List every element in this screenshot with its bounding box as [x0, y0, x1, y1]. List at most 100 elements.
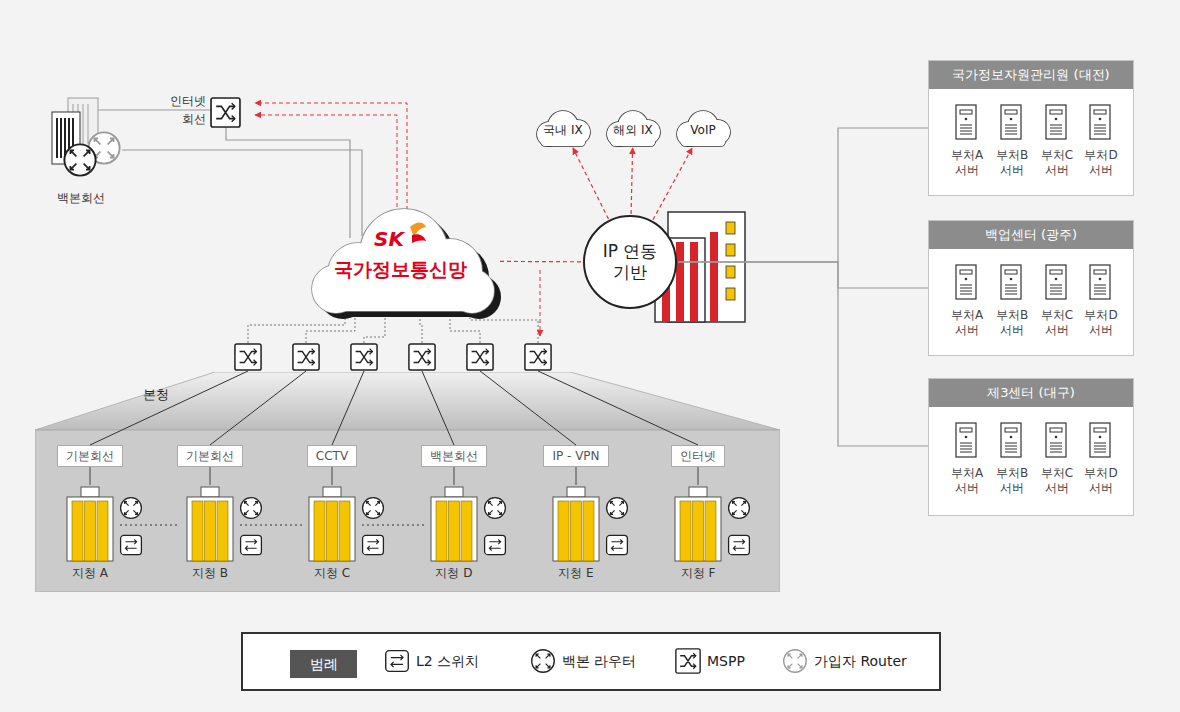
building-window: [680, 501, 691, 561]
building-roof: [445, 487, 463, 497]
tag-label: 기본회선: [186, 446, 234, 466]
part: [710, 232, 718, 322]
wire: [422, 371, 454, 445]
part: [726, 222, 735, 234]
band-node: 본청기본회선지청 A기본회선지청 BCCTV지청 C백본회선지청 DIP - V…: [35, 372, 780, 592]
server-icon: [1001, 423, 1021, 457]
building-body: [431, 497, 477, 561]
connector: [631, 148, 633, 214]
server-line: [1050, 285, 1062, 286]
server-led: [1010, 118, 1013, 121]
server-label: 부처A 서버: [945, 148, 989, 178]
server-slot: [960, 110, 972, 114]
server-line: [1094, 134, 1106, 135]
building-window: [192, 501, 203, 561]
legend-symbol: [676, 649, 700, 673]
server-led: [1055, 118, 1058, 121]
server-slot: [1094, 270, 1106, 274]
server-led: [1099, 436, 1102, 439]
server-slot: [1094, 428, 1106, 432]
part: [98, 109, 211, 110]
connector: [120, 524, 180, 525]
building-window: [72, 501, 83, 561]
server-icon: [956, 265, 976, 299]
l2-switch-symbol: [607, 535, 628, 554]
connector: [678, 262, 928, 446]
router-symbol: [363, 498, 384, 519]
tag-node: 백본회선: [421, 445, 487, 467]
connector: [454, 467, 455, 485]
server-led: [965, 278, 968, 281]
server-line: [960, 452, 972, 453]
legend-item: 가입자 Router: [814, 651, 907, 671]
band-label: 본청: [143, 387, 169, 403]
router-symbol: [607, 498, 628, 519]
server-icon: [1090, 423, 1110, 457]
server-line: [1005, 446, 1017, 447]
part: [726, 266, 735, 278]
building-label: 지청 E: [546, 565, 606, 581]
server-line: [1050, 294, 1062, 295]
server-icon: [1046, 423, 1066, 457]
mspp-symbol: [293, 344, 319, 370]
building-window: [583, 501, 594, 561]
tag-node: 기본회선: [57, 445, 123, 467]
server-led: [1055, 436, 1058, 439]
server-label: 부처A 서버: [945, 308, 989, 338]
server-line: [1005, 134, 1017, 135]
server-line: [1050, 452, 1062, 453]
server-led: [965, 118, 968, 121]
shape: [312, 209, 494, 313]
free-label: 백본회선: [50, 190, 112, 206]
logo-text: SK: [374, 227, 404, 251]
server-line: [1094, 125, 1106, 126]
server-line: [1005, 452, 1017, 453]
part: [255, 103, 407, 210]
mspp-symbol: [409, 344, 435, 370]
panel-heading: 국가정보자원관리원 (대전): [929, 61, 1133, 89]
legend-item: MSPP: [707, 651, 745, 671]
server-led: [1099, 278, 1102, 281]
server-line: [960, 131, 972, 132]
tag-label: 인터넷: [680, 446, 716, 466]
building-window: [339, 501, 350, 561]
tag-label: CCTV: [316, 446, 348, 466]
server-icon: [1001, 105, 1021, 139]
server-label: 부처C 서버: [1035, 466, 1079, 496]
server-line: [960, 285, 972, 286]
shape: [35, 430, 780, 592]
band-shape: [35, 372, 780, 592]
l2-switch-symbol: [485, 535, 506, 554]
mspp-symbol: [235, 344, 261, 370]
building-roof: [689, 487, 707, 497]
connector: [362, 524, 424, 525]
building-roof: [323, 487, 341, 497]
cloud-label: 국내 IX: [531, 122, 595, 138]
building-window: [436, 501, 447, 561]
legend-text: MSPP: [707, 651, 745, 671]
building-label: 지청 D: [424, 565, 484, 581]
server-slot: [1005, 270, 1017, 274]
server-led: [1055, 278, 1058, 281]
server-slot: [1050, 428, 1062, 432]
building-roof: [201, 487, 219, 497]
wire: [332, 371, 364, 445]
server-line: [1005, 131, 1017, 132]
l2-switch-symbol: [729, 535, 750, 554]
server-line: [1050, 131, 1062, 132]
legend-symbol: [532, 650, 555, 673]
building-window: [97, 501, 108, 561]
server-line: [1094, 446, 1106, 447]
connector: [332, 467, 333, 485]
part: [255, 115, 397, 214]
server-line: [1094, 291, 1106, 292]
server-slot: [1050, 110, 1062, 114]
cloudS-node: 해외 IX: [601, 108, 665, 148]
building-window: [693, 501, 704, 561]
server-line: [1094, 128, 1106, 129]
cloud-title: 국가정보통신망: [334, 257, 467, 281]
tag-node: IP - VPN: [543, 445, 608, 467]
wire: [98, 110, 362, 238]
server-icon: [956, 423, 976, 457]
server-led: [1010, 278, 1013, 281]
